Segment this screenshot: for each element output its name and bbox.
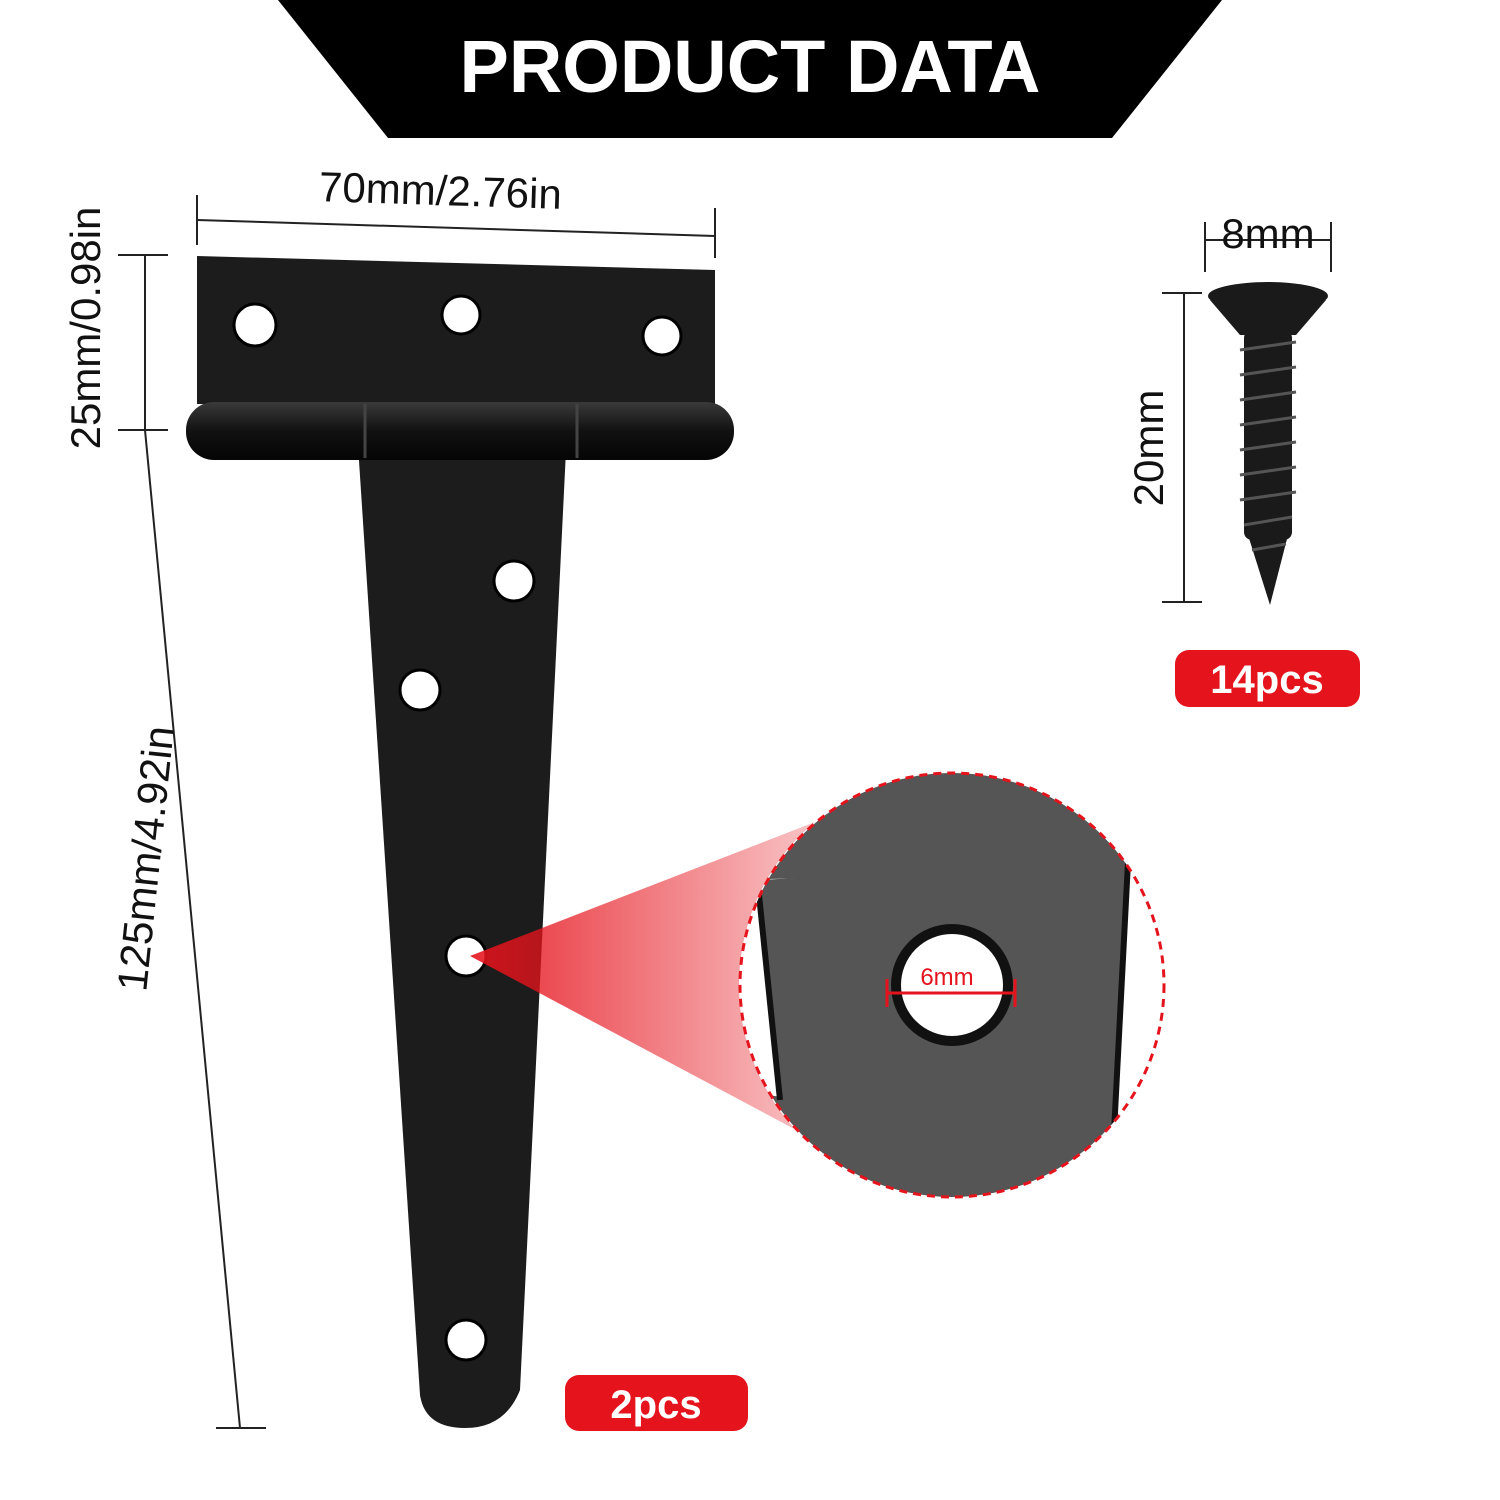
hinge-quantity-badge bbox=[565, 1375, 748, 1431]
screw-quantity-label: 14pcs bbox=[1210, 658, 1323, 702]
zoomed-hole bbox=[891, 924, 1013, 1046]
hinge-quantity-label: 2pcs bbox=[610, 1383, 701, 1427]
leaf-height-label: 25mm/0.98in bbox=[62, 207, 109, 450]
leaf-height-dimension bbox=[118, 254, 168, 431]
strap-hole bbox=[398, 668, 442, 712]
leaf-hole bbox=[232, 302, 278, 348]
strap-hole bbox=[492, 559, 536, 603]
zoom-beam bbox=[470, 822, 815, 1140]
screw-length-dimension bbox=[1162, 292, 1202, 603]
screw-head-dimension bbox=[1204, 222, 1332, 272]
page-title: PRODUCT DATA bbox=[460, 25, 1041, 108]
screw-head-label: 8mm bbox=[1221, 210, 1314, 257]
hinge-strap bbox=[357, 430, 567, 1428]
strap-length-dimension bbox=[144, 429, 266, 1429]
hole-zoom-view: 6mm bbox=[738, 771, 1166, 1199]
screw bbox=[1208, 282, 1328, 605]
hole-diameter-label: 6mm bbox=[920, 964, 973, 991]
strap-hole bbox=[444, 1318, 488, 1362]
width-dimension bbox=[196, 195, 716, 258]
screw-length-label: 20mm bbox=[1125, 390, 1172, 507]
width-label: 70mm/2.76in bbox=[318, 163, 562, 218]
strap-length-label: 125mm/4.92in bbox=[108, 724, 183, 994]
hole-diameter-dimension bbox=[885, 979, 1017, 1007]
screw-quantity-badge bbox=[1175, 650, 1360, 707]
leaf-hole bbox=[641, 315, 683, 357]
title-banner bbox=[278, 0, 1222, 138]
hinge-barrel bbox=[186, 402, 734, 460]
leaf-hole bbox=[440, 294, 482, 336]
t-hinge bbox=[186, 256, 734, 1428]
